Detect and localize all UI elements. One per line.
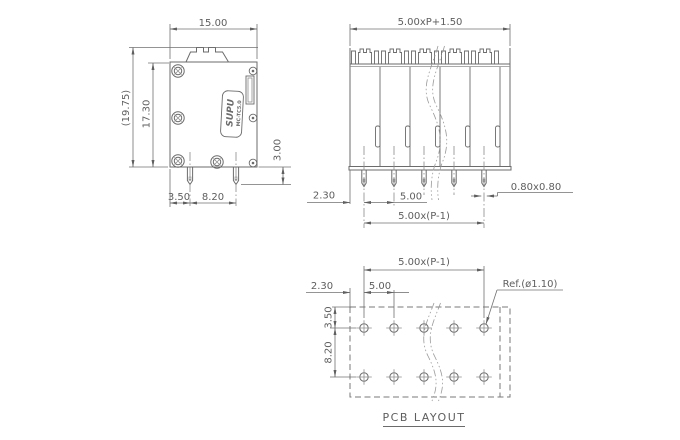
dim-pcb-hole-pitch: 5.00 <box>369 281 391 292</box>
clamp-teeth <box>471 48 499 65</box>
side-slot-inner <box>247 77 253 103</box>
dim-side-pin-spacing: 8.20 <box>202 192 224 203</box>
pcb-layout-view: 5.00x(P-1) 2.30 5.00 Ref.(ø1.10) 3.50 8.… <box>306 257 563 427</box>
latch-slot <box>465 125 471 148</box>
dim-side-edge-to-pin: 3.50 <box>168 192 190 203</box>
dim-pcb-edge-to-hole: 2.30 <box>311 281 333 292</box>
pcb-hole <box>475 368 493 386</box>
latch-slot <box>495 125 501 148</box>
screw-icon <box>171 111 185 125</box>
brand-text: SUPU <box>225 98 236 127</box>
latch-slot <box>435 125 441 148</box>
dim-side-width: 15.00 <box>199 18 228 29</box>
rivet-icon <box>248 113 258 123</box>
dim-pcb-hole-span: 5.00x(P-1) <box>398 257 450 268</box>
break-line <box>423 302 437 402</box>
screw-icon <box>171 64 185 78</box>
break-line <box>429 302 443 402</box>
screw-icon <box>171 154 185 168</box>
clamp-teeth <box>441 48 469 65</box>
clamp-teeth <box>351 48 379 65</box>
pcb-layout-title: PCB LAYOUT <box>383 411 466 424</box>
side-slot <box>245 75 255 105</box>
front-view: 5.00xP+1.50 2.30 5.00 5.00x(P-1) 0.80x0.… <box>307 17 573 228</box>
pcb-hole <box>445 319 463 337</box>
break-line <box>432 45 448 201</box>
pcb-hole <box>385 368 403 386</box>
latch-slot <box>405 125 411 148</box>
pcb-hole <box>415 368 433 386</box>
dim-side-overall-height: (19.75) <box>121 90 132 127</box>
dim-front-pin-pitch: 5.00 <box>400 192 422 203</box>
dim-front-edge-to-pin: 2.30 <box>313 191 335 202</box>
pcb-hole <box>445 368 463 386</box>
pcb-outline <box>349 306 511 398</box>
dim-front-pin-cross-section: 0.80x0.80 <box>511 182 561 193</box>
rivet-icon <box>248 158 258 168</box>
rivet-icon <box>248 66 258 76</box>
dim-front-overall-width: 5.00xP+1.50 <box>398 17 463 28</box>
dim-pcb-row-spacing: 8.20 <box>324 341 335 363</box>
brand-label: SUPU MC-TC5.0 <box>220 90 244 138</box>
pcb-hole <box>355 368 373 386</box>
side-view: SUPU MC-TC5.0 15.00 (19.75) 17.30 3.00 3… <box>121 18 291 207</box>
pcb-hole <box>355 319 373 337</box>
break-line <box>425 45 441 201</box>
latch-slot <box>375 125 381 148</box>
screw-icon <box>210 155 224 169</box>
model-text: MC-TC5.0 <box>236 100 243 127</box>
dim-side-housing-height: 17.30 <box>142 100 153 129</box>
dim-pcb-hole-ref: Ref.(ø1.10) <box>503 279 558 290</box>
dim-pcb-edge-to-row: 3.50 <box>324 306 335 328</box>
clamp-teeth <box>381 48 409 65</box>
dim-front-pin-span: 5.00x(P-1) <box>398 211 450 222</box>
base-strip <box>348 166 512 171</box>
dim-side-pin-length: 3.00 <box>273 139 284 161</box>
pcb-hole <box>415 319 433 337</box>
pcb-hole <box>385 319 403 337</box>
pcb-hole <box>475 319 493 337</box>
latch-profile <box>185 47 229 63</box>
